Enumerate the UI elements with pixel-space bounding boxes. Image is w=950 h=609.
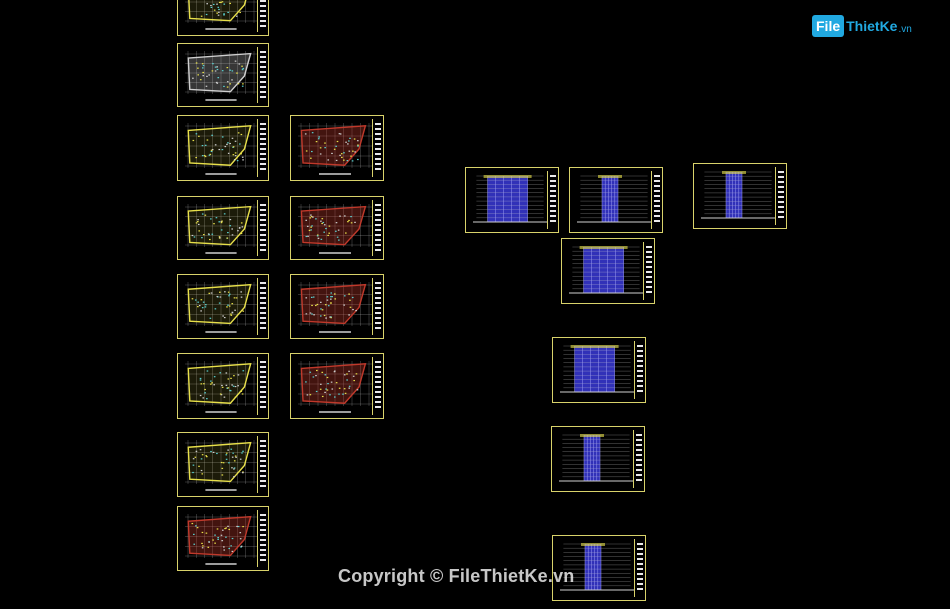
floor-plan-drawing: [182, 0, 260, 33]
logo-domain: .vn: [898, 24, 911, 35]
drawing-sheet[interactable]: [561, 238, 655, 304]
floor-plan-drawing: [295, 279, 375, 336]
drawing-sheet[interactable]: [177, 353, 269, 419]
drawing-sheet[interactable]: [177, 43, 269, 107]
elevation-drawing: [470, 172, 550, 230]
elevation-drawing: [557, 342, 637, 400]
floor-plan-drawing: [295, 358, 375, 416]
floor-plan-drawing: [182, 201, 260, 257]
drawing-sheet[interactable]: [551, 426, 645, 492]
drawing-sheet[interactable]: [465, 167, 559, 233]
section-drawing: [556, 431, 636, 489]
floor-plan-drawing: [295, 201, 375, 257]
floor-plan-drawing: [182, 120, 260, 178]
drawing-sheet[interactable]: [569, 167, 663, 233]
floor-plan-drawing: [182, 358, 260, 416]
drawing-sheet[interactable]: [177, 115, 269, 181]
floor-plan-drawing: [182, 511, 260, 568]
drawing-sheet[interactable]: [290, 274, 384, 339]
drawing-sheet[interactable]: [177, 196, 269, 260]
floor-plan-drawing: [182, 48, 260, 104]
section-drawing: [698, 168, 778, 226]
drawing-sheet[interactable]: [177, 274, 269, 339]
drawing-sheet[interactable]: [177, 432, 269, 497]
drawing-sheet[interactable]: [177, 506, 269, 571]
drawing-sheet[interactable]: [290, 196, 384, 260]
floor-plan-drawing: [182, 437, 260, 494]
drawing-sheet[interactable]: [693, 163, 787, 229]
site-logo[interactable]: File ThietKe .vn: [812, 14, 912, 38]
floor-plan-drawing: [295, 120, 375, 178]
logo-text: ThietKe: [846, 18, 897, 34]
elevation-drawing: [566, 243, 646, 301]
drawing-sheet[interactable]: [552, 337, 646, 403]
copyright-watermark: Copyright © FileThietKe.vn: [338, 566, 574, 587]
drawing-sheet[interactable]: [177, 0, 269, 36]
drawing-sheet[interactable]: [290, 353, 384, 419]
drawing-sheet[interactable]: [290, 115, 384, 181]
floor-plan-drawing: [182, 279, 260, 336]
section-drawing: [574, 172, 654, 230]
logo-badge: File: [812, 15, 844, 37]
